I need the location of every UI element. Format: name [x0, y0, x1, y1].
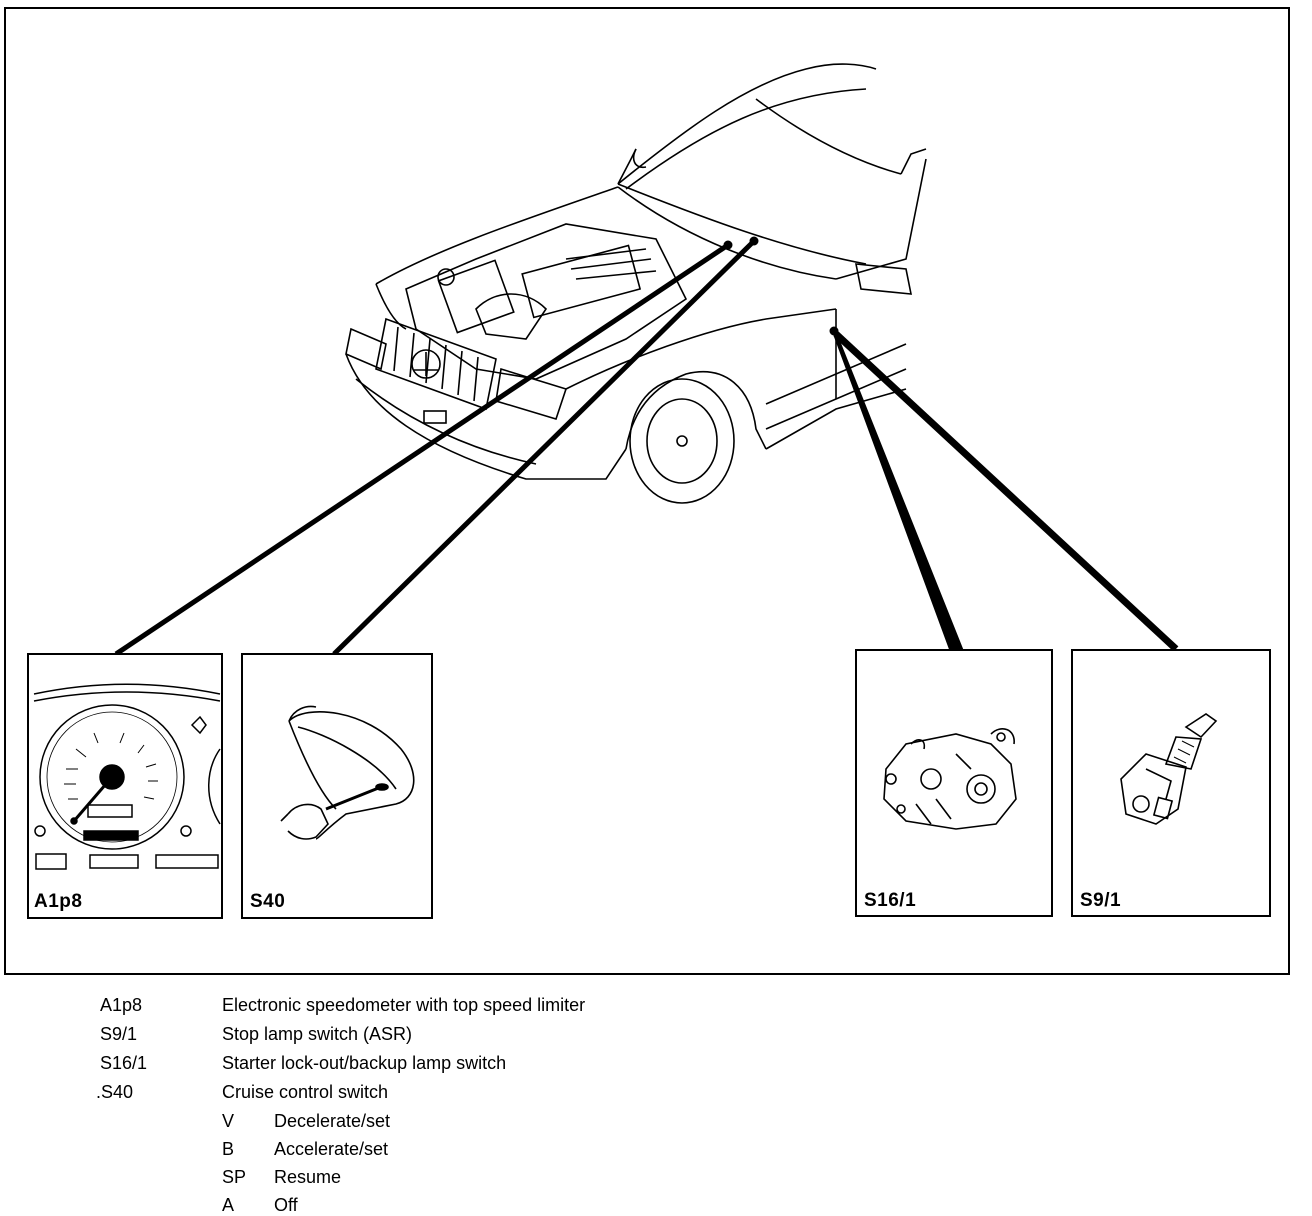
inset-box-a1p8	[27, 653, 223, 919]
inset-box-s40	[241, 653, 433, 919]
cruise-position-desc: Off	[274, 1195, 298, 1215]
speedometer-illustration	[33, 683, 221, 870]
leader-dot	[749, 236, 759, 246]
leader-line-s9-1	[833, 331, 1179, 652]
leader-dot	[829, 326, 839, 336]
legend-code: A1p8	[100, 995, 143, 1015]
legend-code: S16/1	[100, 1053, 148, 1073]
inset-label-s9-1: S9/1	[1080, 890, 1122, 911]
leader-line-s16-1	[832, 330, 964, 651]
stop-lamp-switch-illustration	[1120, 713, 1218, 825]
cruise-position-desc: Decelerate/set	[274, 1111, 391, 1131]
legend-desc: Stop lamp switch (ASR)	[222, 1024, 413, 1044]
leader-line-a1p8	[114, 242, 730, 657]
cruise-position-desc: Accelerate/set	[274, 1139, 389, 1159]
diagram-artwork	[27, 63, 1271, 919]
cruise-position-code: SP	[222, 1167, 247, 1187]
cruise-position-desc: Resume	[274, 1167, 342, 1187]
legend-desc: Starter lock-out/backup lamp switch	[222, 1053, 507, 1073]
cruise-position-code: V	[222, 1111, 235, 1131]
legend-code: S9/1	[100, 1024, 138, 1044]
leader-dot	[723, 240, 733, 250]
legend: A1p8 Electronic speedometer with top spe…	[0, 994, 1312, 1215]
cruise-position-code: B	[222, 1139, 235, 1159]
inset-label-s16-1: S16/1	[864, 890, 917, 911]
component-location-diagram: A1p8 S40 S16/1 S9/1	[4, 7, 1290, 975]
legend-code: .S40	[96, 1082, 134, 1102]
starter-switch-illustration	[883, 728, 1017, 830]
leader-line-s40	[332, 239, 756, 656]
cruise-position-code: A	[222, 1195, 235, 1215]
inset-label-a1p8: A1p8	[34, 891, 83, 912]
car-illustration	[345, 63, 927, 504]
cruise-control-illustration	[280, 705, 415, 840]
legend-desc: Electronic speedometer with top speed li…	[222, 995, 586, 1015]
leader-lines	[114, 236, 1179, 657]
inset-label-s40: S40	[250, 891, 286, 912]
legend-desc: Cruise control switch	[222, 1082, 389, 1102]
